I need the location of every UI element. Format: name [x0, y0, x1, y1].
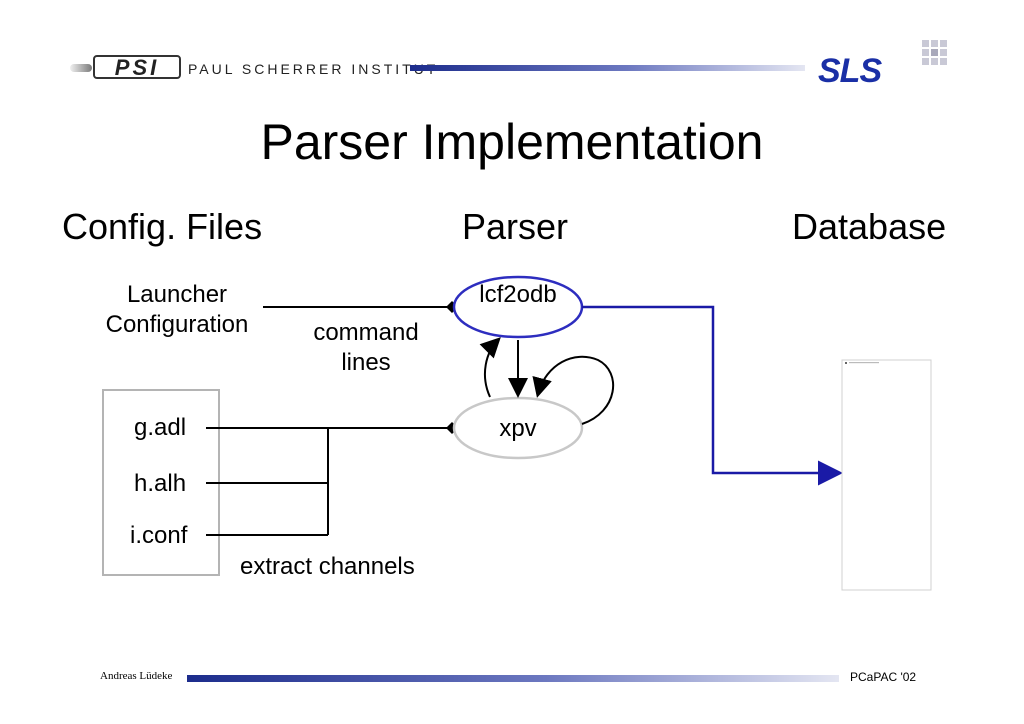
database-connector: [582, 305, 843, 486]
file-i-conf: i.conf: [130, 522, 188, 549]
column-heading-parser: Parser: [462, 206, 569, 247]
footer-author: Andreas Lüdeke: [100, 670, 173, 682]
header-banner: PSI PAUL SCHERRER INSTITUT SLS: [70, 40, 947, 90]
command-lines-label: command lines: [313, 319, 419, 376]
extract-channels-label: extract channels: [240, 553, 415, 580]
arrow-xpv-to-lcf2odb: [479, 337, 501, 398]
sls-logo: SLS: [818, 40, 947, 90]
header-gradient-line: [410, 65, 805, 71]
file-g-adl: g.adl: [134, 414, 187, 441]
database-thumbnail: [841, 359, 932, 591]
node-xpv-shape: [452, 396, 584, 460]
config-files-box: [102, 389, 220, 576]
footer-gradient-bar: [187, 675, 839, 682]
psi-logo-text: PSI: [115, 55, 159, 80]
column-heading-config: Config. Files: [62, 206, 263, 247]
institute-name: PAUL SCHERRER INSTITUT: [188, 61, 438, 77]
header-left-bar: [70, 64, 92, 72]
psi-logo: PSI: [93, 55, 181, 80]
column-heading-database: Database: [792, 206, 947, 247]
footer-event: PCaPAC '02: [850, 670, 917, 684]
launcher-config-label: Launcher Configuration: [105, 281, 249, 338]
arrow-xpv-self-loop: [532, 355, 614, 425]
node-lcf2odb-label: lcf2odb: [479, 281, 557, 308]
sls-logo-grid: [922, 40, 947, 65]
file-h-alh: h.alh: [134, 470, 187, 497]
node-xpv-label: xpv: [499, 415, 537, 442]
sls-logo-text: SLS: [818, 52, 882, 90]
slide-title: Parser Implementation: [260, 114, 764, 170]
